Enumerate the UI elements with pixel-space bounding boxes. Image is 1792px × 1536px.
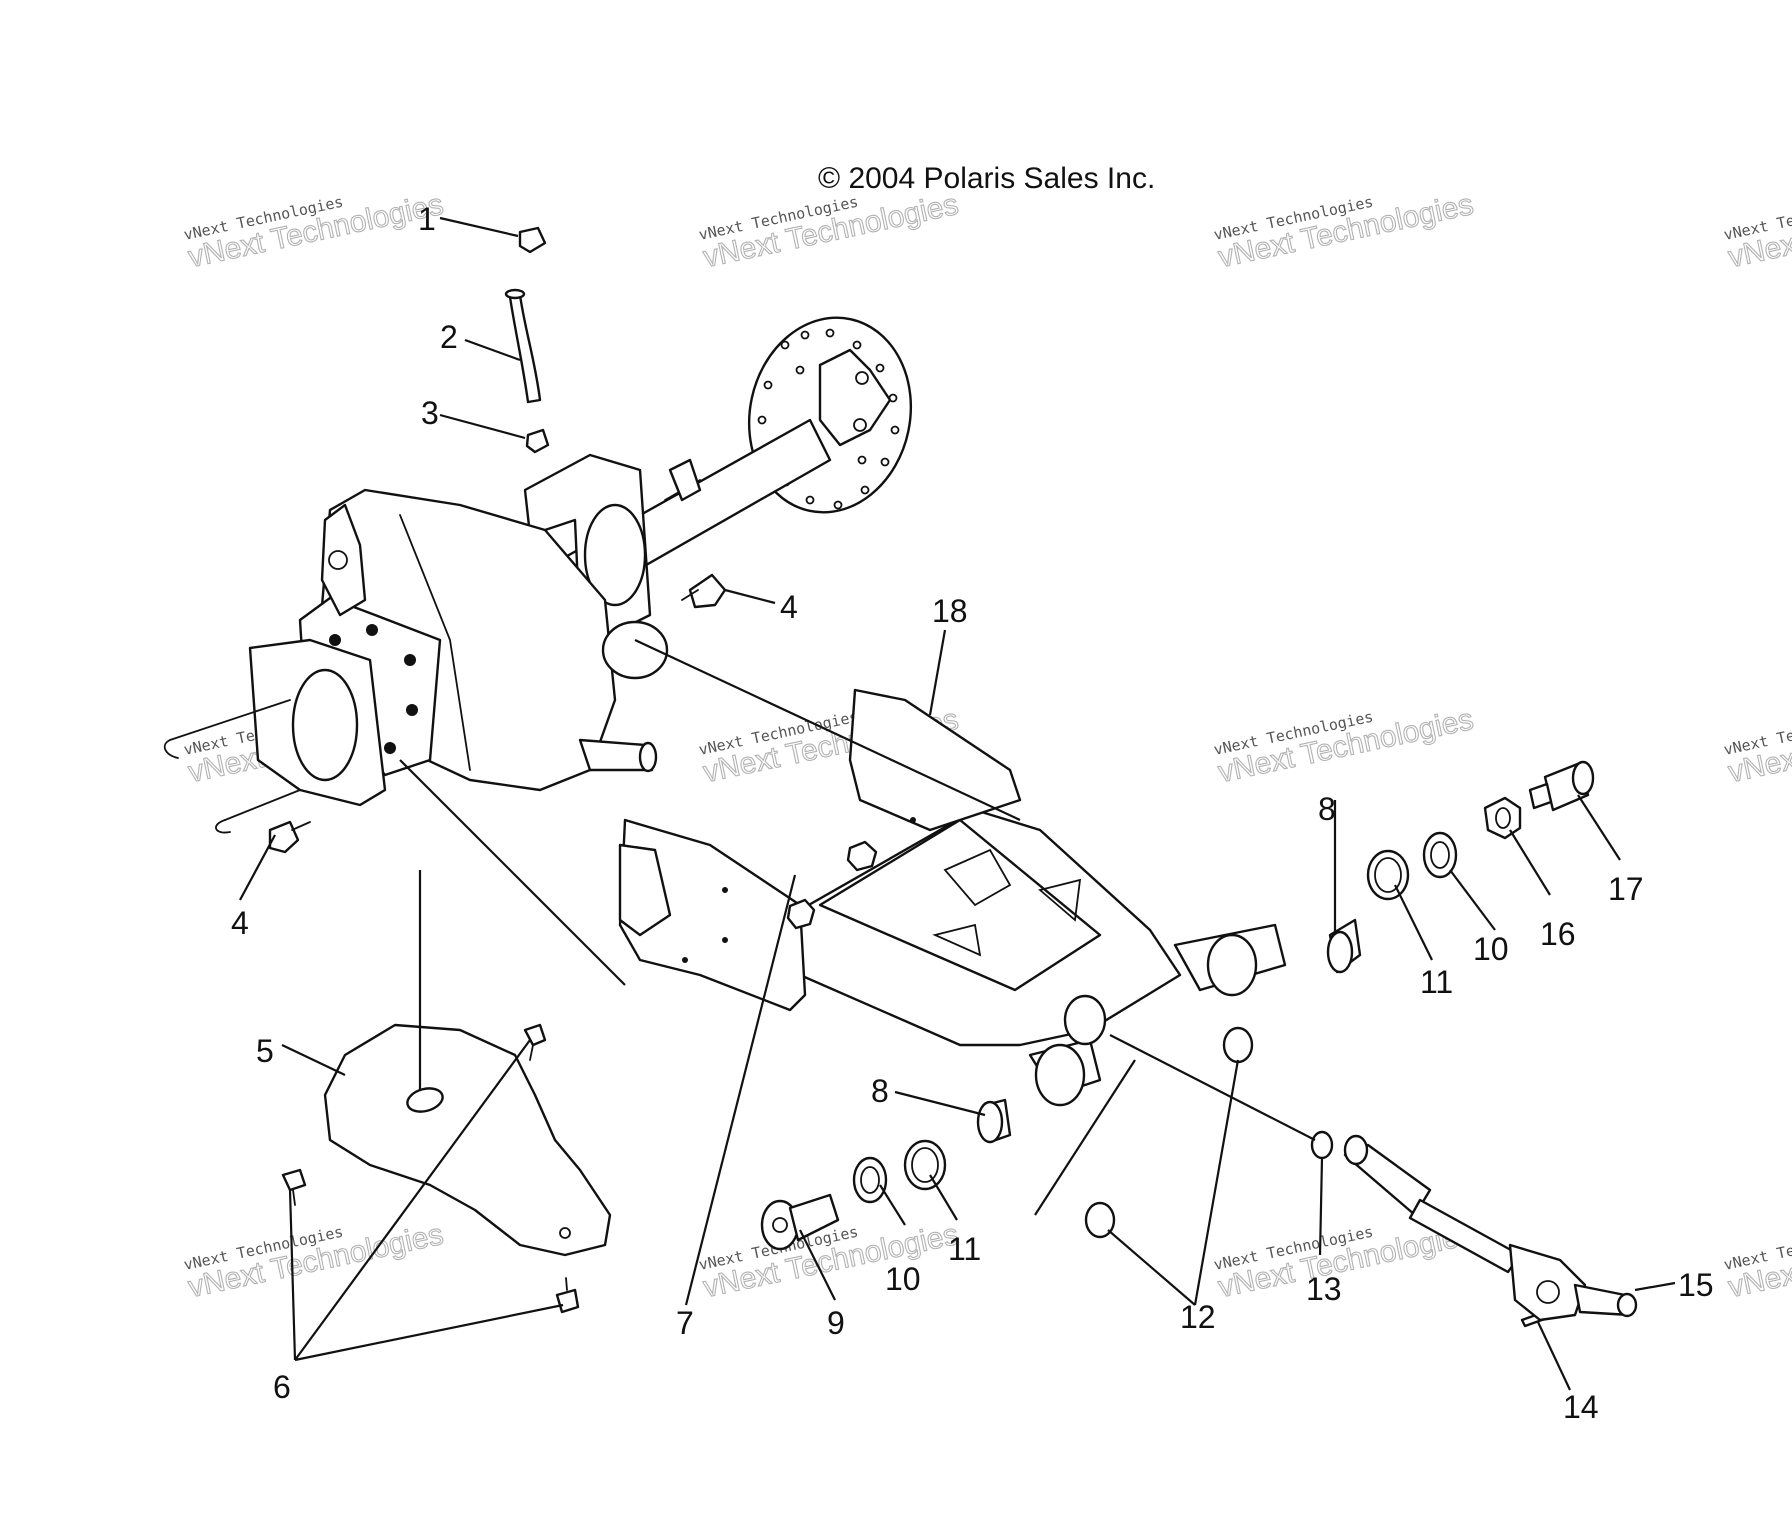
callout-17: 17 xyxy=(1608,871,1644,907)
seal-lower xyxy=(1084,1201,1116,1239)
callout-16: 16 xyxy=(1540,916,1576,952)
callout-10-right: 10 xyxy=(1473,931,1509,967)
o-ring xyxy=(1310,1130,1334,1160)
breather-fitting xyxy=(518,226,547,254)
callout-11-left: 11 xyxy=(948,1231,981,1267)
differential-housing xyxy=(298,488,669,792)
bushing-right xyxy=(1326,918,1362,974)
right-mount-bracket xyxy=(848,688,1022,832)
bearing-carrier xyxy=(523,453,652,642)
bushing-left xyxy=(976,1098,1012,1144)
copyright-notice: © 2004 Polaris Sales Inc. xyxy=(818,162,1155,195)
race-left xyxy=(903,1139,947,1191)
callout-18: 18 xyxy=(932,593,968,629)
callout-5: 5 xyxy=(256,1033,274,1069)
callout-4-lower: 4 xyxy=(231,905,249,941)
swing-arm xyxy=(798,808,1287,1107)
hex-nut xyxy=(1483,796,1522,840)
callout-11-right: 11 xyxy=(1420,964,1453,1000)
bolt-lower xyxy=(268,820,311,854)
callout-15: 15 xyxy=(1678,1267,1714,1303)
screw-c xyxy=(555,1277,580,1314)
drive-shaft xyxy=(1343,1134,1638,1322)
left-mount-bracket xyxy=(618,818,807,1012)
callout-8-right: 8 xyxy=(1318,791,1336,827)
screw-a xyxy=(523,1023,547,1061)
seal-right xyxy=(1222,1026,1254,1064)
pivot-stud xyxy=(1528,760,1595,812)
callout-13: 13 xyxy=(1306,1271,1342,1307)
leader-lines xyxy=(239,216,1676,1391)
callout-10-left: 10 xyxy=(885,1261,921,1297)
lock-nut-a xyxy=(846,840,878,872)
callout-6: 6 xyxy=(273,1369,291,1405)
callout-8-left: 8 xyxy=(871,1073,889,1109)
skid-guard xyxy=(323,1023,612,1257)
pivot-bolt xyxy=(760,1193,840,1251)
callout-14: 14 xyxy=(1563,1389,1599,1425)
left-side-plate xyxy=(163,638,387,834)
bolt-upper xyxy=(681,573,727,609)
callout-4-upper: 4 xyxy=(780,589,798,625)
callout-2: 2 xyxy=(440,319,458,355)
callout-7: 7 xyxy=(676,1305,694,1341)
race-right xyxy=(1366,849,1410,901)
screw-b xyxy=(281,1168,307,1206)
bearing-left xyxy=(852,1156,888,1204)
vent-hose xyxy=(504,288,542,404)
callout-12: 12 xyxy=(1180,1299,1216,1335)
callout-9: 9 xyxy=(827,1305,845,1341)
callout-labels: 1 2 3 4 4 5 6 7 8 8 9 10 10 11 11 12 13 … xyxy=(231,201,1714,1425)
callout-3: 3 xyxy=(421,395,439,431)
lock-nut-b xyxy=(786,898,816,930)
hose-clamp xyxy=(525,428,550,454)
callout-1: 1 xyxy=(418,201,436,237)
bearing-right xyxy=(1422,831,1458,879)
